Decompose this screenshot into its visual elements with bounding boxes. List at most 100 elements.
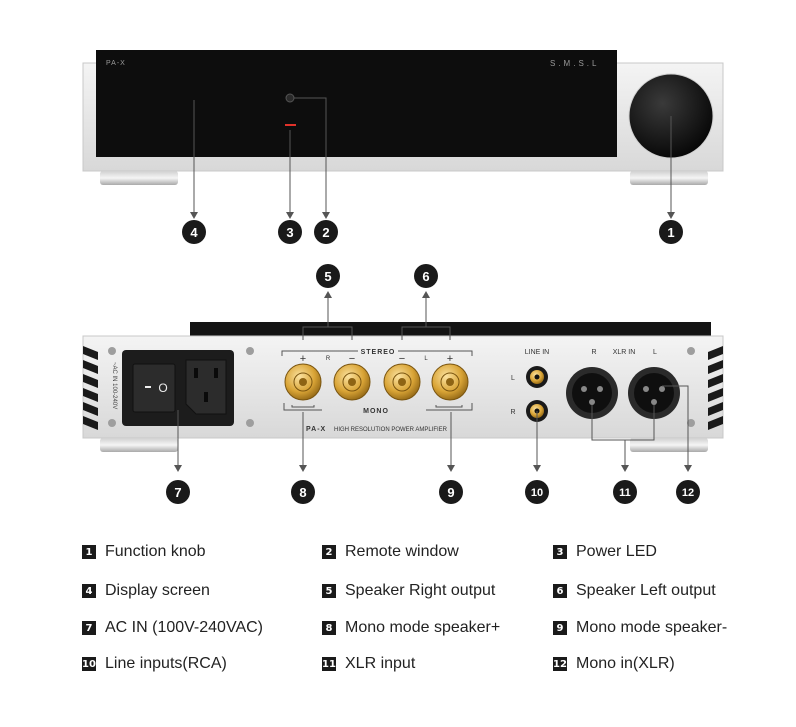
callout-7: 7 — [166, 480, 190, 504]
legend-number: 2 — [322, 545, 336, 559]
terminal-sign-1: + — [300, 353, 306, 365]
power-switch-line — [145, 386, 151, 388]
legend-label: XLR input — [345, 655, 416, 672]
xlr-r-label: R — [591, 349, 596, 356]
rear-arrowheads — [174, 465, 692, 472]
rear-screws — [108, 347, 695, 427]
legend-label: Speaker Right output — [345, 582, 496, 599]
callout-10: 10 — [525, 480, 549, 504]
legend-item-function-knob: 1 Function knob — [82, 541, 206, 563]
callout-9: 9 — [439, 480, 463, 504]
mono-label: MONO — [363, 408, 389, 415]
svg-text:6: 6 — [422, 269, 429, 284]
power-switch-glyph: O — [158, 381, 167, 395]
stereo-label: STEREO — [361, 349, 396, 356]
svg-text:12: 12 — [682, 487, 694, 499]
legend-item-mono-speaker-plus: 8 Mono mode speaker+ — [322, 617, 500, 639]
legend-item-mono-in-xlr: 12 Mono in(XLR) — [553, 653, 675, 675]
legend-number: 1 — [82, 545, 96, 559]
terminal-sign-3: − — [349, 353, 355, 365]
front-model-label: PA-X — [106, 60, 126, 67]
speaker-left-plus-terminal[interactable] — [431, 363, 469, 401]
power-led — [285, 124, 296, 126]
line-in-r-label: R — [510, 409, 515, 416]
remote-window — [285, 93, 295, 103]
rear-model-caption: HIGH RESOLUTION POWER AMPLIFIER — [334, 427, 448, 433]
front-panel: PA-X S.M.S.L — [82, 50, 724, 185]
legend-label: Mono mode speaker- — [576, 619, 728, 636]
terminal-sign-5: L — [424, 356, 428, 362]
front-foot-right — [630, 171, 708, 185]
speaker-left-minus-terminal[interactable] — [383, 363, 421, 401]
legend-label: Function knob — [105, 543, 206, 560]
heatsink-right — [708, 346, 723, 430]
legend-label: Display screen — [105, 582, 210, 599]
legend-label: Mono mode speaker+ — [345, 619, 501, 636]
terminal-sign-4: − — [399, 353, 405, 365]
speaker-right-minus-terminal[interactable] — [333, 363, 371, 401]
speaker-right-plus-terminal[interactable] — [284, 363, 322, 401]
svg-text:3: 3 — [286, 225, 293, 240]
legend-label: Power LED — [576, 543, 657, 560]
legend-item-line-inputs: 10 Line inputs(RCA) — [82, 653, 227, 675]
legend-number: 12 — [553, 657, 567, 671]
callout-1: 1 — [659, 220, 683, 244]
rear-model-label: PA-X — [306, 426, 326, 433]
legend: 1 Function knob 2 Remote window 3 Power … — [0, 530, 796, 720]
callout-2: 2 — [314, 220, 338, 244]
callout-11: 11 — [613, 480, 637, 504]
rear-lower-leader-lines — [177, 385, 689, 465]
legend-label: Line inputs(RCA) — [105, 655, 227, 672]
legend-number: 6 — [553, 584, 567, 598]
legend-item-speaker-right-output: 5 Speaker Right output — [322, 580, 495, 602]
front-foot-left — [100, 171, 178, 185]
legend-number: 11 — [322, 657, 336, 671]
legend-number: 3 — [553, 545, 567, 559]
legend-item-speaker-left-output: 6 Speaker Left output — [553, 580, 716, 602]
front-brand-label: S.M.S.L — [550, 59, 599, 68]
legend-number: 7 — [82, 621, 96, 635]
legend-label: Speaker Left output — [576, 582, 716, 599]
svg-text:9: 9 — [447, 485, 454, 500]
callout-3: 3 — [278, 220, 302, 244]
display-screen — [96, 50, 617, 157]
callout-4: 4 — [182, 220, 206, 244]
iec-inlet[interactable] — [185, 359, 227, 415]
svg-text:11: 11 — [619, 487, 631, 499]
xlr-right-connector[interactable] — [566, 367, 618, 419]
xlr-left-connector[interactable] — [628, 367, 680, 419]
legend-item-mono-speaker-minus: 9 Mono mode speaker- — [553, 617, 727, 639]
rear-foot-left — [100, 438, 178, 452]
callout-6: 6 — [414, 264, 438, 288]
xlr-l-label: L — [653, 349, 657, 356]
legend-label: Mono in(XLR) — [576, 655, 675, 672]
xlr-in-label: XLR IN — [613, 349, 636, 356]
legend-item-ac-in: 7 AC IN (100V-240VAC) — [82, 617, 263, 639]
legend-number: 8 — [322, 621, 336, 635]
amplifier-diagram: PA-X S.M.S.L 4 3 2 1 5 6 — [82, 50, 724, 504]
legend-number: 9 — [553, 621, 567, 635]
svg-text:10: 10 — [531, 487, 543, 499]
mono-bracket — [283, 403, 473, 411]
terminal-sign-6: + — [447, 353, 453, 365]
ac-in-label: ~AC IN 100-240V — [111, 362, 117, 409]
legend-number: 5 — [322, 584, 336, 598]
legend-item-display-screen: 4 Display screen — [82, 580, 210, 602]
line-in-l-label: L — [511, 375, 515, 382]
callout-12: 12 — [676, 480, 700, 504]
svg-text:1: 1 — [667, 225, 674, 240]
power-switch[interactable] — [132, 363, 176, 413]
callout-5: 5 — [316, 264, 340, 288]
legend-item-remote-window: 2 Remote window — [322, 541, 459, 563]
heatsink-left — [83, 346, 98, 430]
rca-left-jack[interactable] — [526, 366, 548, 388]
svg-text:4: 4 — [190, 225, 198, 240]
svg-text:5: 5 — [324, 269, 331, 284]
stereo-bracket — [281, 350, 473, 356]
legend-label: AC IN (100V-240VAC) — [105, 619, 263, 636]
legend-item-xlr-input: 11 XLR input — [322, 653, 415, 675]
legend-number: 10 — [82, 657, 96, 671]
line-in-label: LINE IN — [525, 349, 550, 356]
callout-8: 8 — [291, 480, 315, 504]
svg-text:7: 7 — [174, 485, 181, 500]
